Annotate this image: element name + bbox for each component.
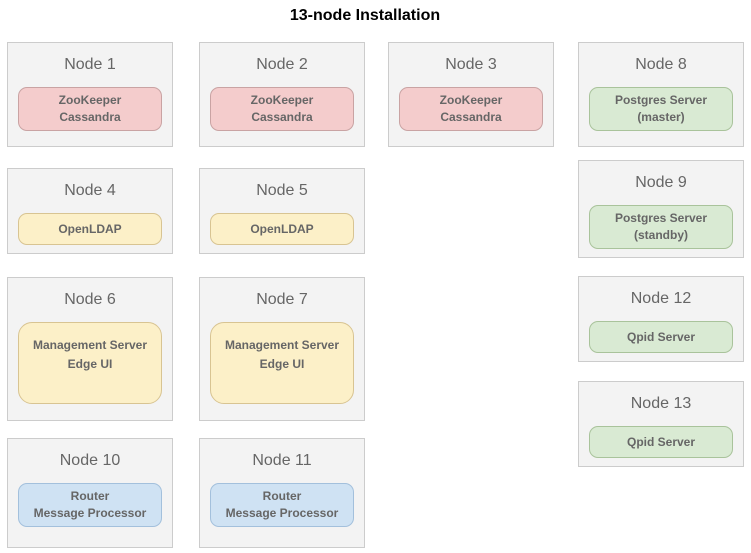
component-label: (master): [637, 110, 685, 124]
node-3-title: Node 3: [445, 56, 497, 73]
node-8: Node 8 Postgres Server (master): [578, 42, 744, 147]
node-13: Node 13 Qpid Server: [578, 381, 744, 467]
node-12-title: Node 12: [630, 290, 692, 307]
component-label: Router: [70, 489, 110, 503]
node-2-title: Node 2: [256, 56, 308, 73]
component-label: Cassandra: [59, 110, 121, 124]
node-5: Node 5 OpenLDAP: [199, 168, 365, 254]
node-8-components-box: Postgres Server (master): [589, 87, 733, 131]
node-3-components-box: ZooKeeper Cassandra: [399, 87, 543, 131]
node-12: Node 12 Qpid Server: [578, 276, 744, 362]
node-9-title: Node 9: [635, 174, 687, 191]
component-label: Postgres Server: [614, 93, 708, 107]
node-13-title: Node 13: [630, 395, 692, 412]
node-8-title: Node 8: [635, 56, 687, 73]
component-label: Message Processor: [225, 506, 339, 520]
node-5-components-box: OpenLDAP: [210, 213, 354, 245]
node-10-title: Node 10: [59, 452, 121, 469]
component-label: Edge UI: [67, 357, 113, 371]
node-6-title: Node 6: [64, 291, 116, 308]
node-2: Node 2 ZooKeeper Cassandra: [199, 42, 365, 147]
component-label: ZooKeeper: [439, 93, 503, 107]
node-3: Node 3 ZooKeeper Cassandra: [388, 42, 554, 147]
node-6: Node 6 Management Server Edge UI: [7, 277, 173, 421]
node-11: Node 11 Router Message Processor: [199, 438, 365, 548]
component-label: OpenLDAP: [250, 221, 314, 236]
component-label: ZooKeeper: [250, 93, 314, 107]
node-7-title: Node 7: [256, 291, 308, 308]
node-4-title: Node 4: [64, 182, 116, 199]
component-label: Cassandra: [251, 110, 313, 124]
component-label: ZooKeeper: [58, 93, 122, 107]
component-label: (standby): [634, 228, 688, 242]
node-10: Node 10 Router Message Processor: [7, 438, 173, 548]
node-5-title: Node 5: [256, 182, 308, 199]
component-label: Qpid Server: [626, 329, 696, 344]
component-label: Management Server: [224, 338, 340, 352]
node-7: Node 7 Management Server Edge UI: [199, 277, 365, 421]
node-11-title: Node 11: [252, 452, 312, 469]
component-label: Message Processor: [33, 506, 147, 520]
node-6-components-box: Management Server Edge UI: [18, 322, 162, 404]
component-label: Qpid Server: [626, 434, 696, 449]
node-9: Node 9 Postgres Server (standby): [578, 160, 744, 258]
component-label: Edge UI: [259, 357, 305, 371]
node-10-components-box: Router Message Processor: [18, 483, 162, 527]
node-9-components-box: Postgres Server (standby): [589, 205, 733, 249]
node-13-components-box: Qpid Server: [589, 426, 733, 458]
page-title: 13-node Installation: [289, 7, 441, 24]
node-11-components-box: Router Message Processor: [210, 483, 354, 527]
node-4: Node 4 OpenLDAP: [7, 168, 173, 254]
node-1-title: Node 1: [64, 56, 116, 73]
node-1-components-box: ZooKeeper Cassandra: [18, 87, 162, 131]
node-4-components-box: OpenLDAP: [18, 213, 162, 245]
component-label: Management Server: [32, 338, 148, 352]
component-label: OpenLDAP: [58, 221, 122, 236]
node-1: Node 1 ZooKeeper Cassandra: [7, 42, 173, 147]
node-7-components-box: Management Server Edge UI: [210, 322, 354, 404]
node-2-components-box: ZooKeeper Cassandra: [210, 87, 354, 131]
component-label: Postgres Server: [614, 211, 708, 225]
node-12-components-box: Qpid Server: [589, 321, 733, 353]
component-label: Router: [262, 489, 302, 503]
component-label: Cassandra: [440, 110, 502, 124]
